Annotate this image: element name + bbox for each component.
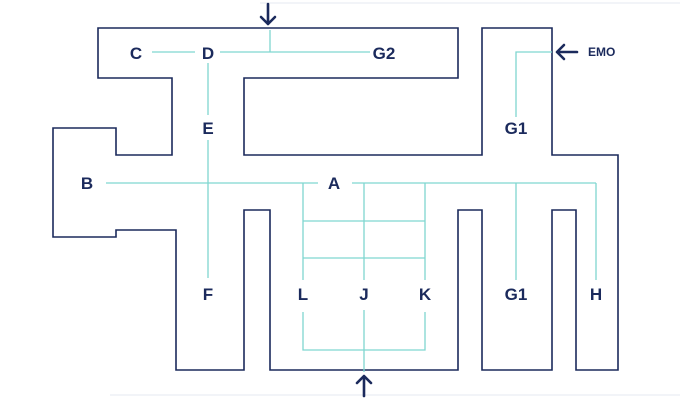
node-c-label: C — [130, 44, 142, 63]
node-l-label: L — [298, 285, 308, 304]
path-network — [106, 30, 597, 372]
node-g1-bottom-label: G1 — [505, 285, 528, 304]
entry-arrow-bottom — [355, 374, 373, 398]
node-f-label: F — [203, 285, 213, 304]
node-j-label: J — [359, 285, 368, 304]
node-b-label: B — [81, 174, 93, 193]
node-g2-label: G2 — [373, 44, 396, 63]
path-emo-g1 — [515, 51, 552, 117]
node-g1-top-label: G1 — [505, 119, 528, 138]
entry-arrow-top — [259, 2, 277, 26]
node-h-label: H — [590, 285, 602, 304]
node-a-label: A — [328, 174, 340, 193]
main-building-outline — [52, 27, 619, 371]
node-e-label: E — [202, 119, 213, 138]
node-k-label: K — [419, 285, 432, 304]
node-d-label: D — [202, 44, 214, 63]
entry-emo-label: EMO — [588, 45, 615, 59]
entry-arrow-right — [555, 43, 579, 61]
